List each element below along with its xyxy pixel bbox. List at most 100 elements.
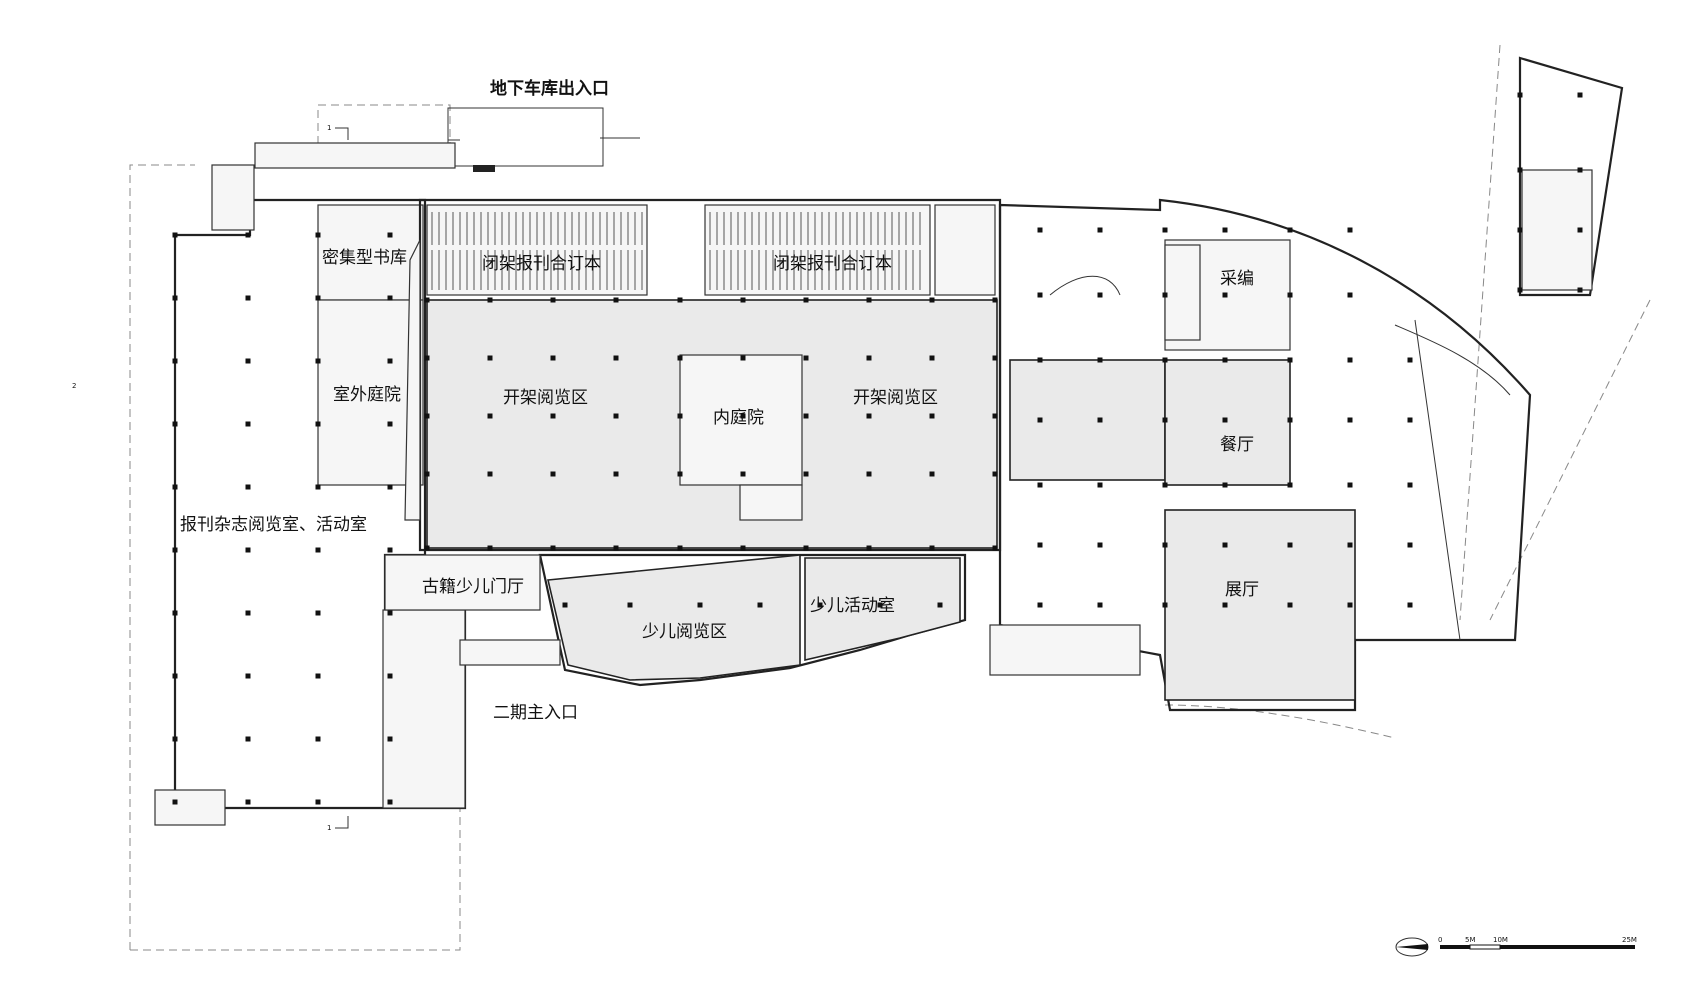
column-marker [172,295,178,301]
column-marker [866,545,872,551]
column-marker [245,484,251,490]
column-marker [315,547,321,553]
column-marker [1517,227,1523,233]
column-marker [929,297,935,303]
column-marker [487,545,493,551]
column-marker [1222,292,1228,298]
column-marker [315,799,321,805]
column-marker [1517,92,1523,98]
column-marker [929,413,935,419]
column-marker [627,602,633,608]
column-marker [866,413,872,419]
column-marker [1097,227,1103,233]
column-marker [1577,167,1583,173]
column-marker [613,471,619,477]
column-marker [866,297,872,303]
column-marker [1407,417,1413,423]
section-2-left-label: 2 [72,382,76,390]
column-marker [613,545,619,551]
column-marker [172,799,178,805]
column-marker [677,297,683,303]
label-acquisition: 采编 [1220,269,1254,289]
label-children-reading: 少儿阅览区 [642,622,727,642]
column-marker [1287,482,1293,488]
column-marker [172,358,178,364]
column-marker [1287,542,1293,548]
column-marker [550,413,556,419]
column-marker [172,610,178,616]
column-marker [992,297,998,303]
column-marker [245,421,251,427]
column-marker [677,471,683,477]
column-marker [387,232,393,238]
column-marker [992,471,998,477]
column-marker [172,673,178,679]
column-marker [1577,227,1583,233]
column-marker [245,673,251,679]
column-marker [1287,602,1293,608]
column-marker [172,547,178,553]
structural-columns [172,92,1583,805]
column-marker [1222,542,1228,548]
column-marker [1287,357,1293,363]
column-marker [424,471,430,477]
column-marker [740,297,746,303]
column-marker [315,610,321,616]
label-dining: 餐厅 [1220,435,1254,455]
column-marker [172,232,178,238]
label-exhibition: 展厅 [1225,580,1259,600]
column-marker [1097,542,1103,548]
column-marker [740,355,746,361]
column-marker [487,355,493,361]
column-marker [172,421,178,427]
column-marker [1162,542,1168,548]
column-marker [424,413,430,419]
column-marker [803,297,809,303]
column-marker [613,297,619,303]
column-marker [315,358,321,364]
column-marker [315,232,321,238]
column-marker [315,673,321,679]
column-marker [1037,482,1043,488]
column-marker [424,355,430,361]
column-marker [1287,227,1293,233]
children-wing [384,553,967,687]
column-marker [315,484,321,490]
column-marker [1577,92,1583,98]
column-marker [757,602,763,608]
column-marker [1287,417,1293,423]
column-marker [1162,417,1168,423]
column-marker [387,547,393,553]
scale-tick-10: 10M [1493,936,1508,944]
column-marker [1407,482,1413,488]
column-marker [1162,357,1168,363]
column-marker [245,547,251,553]
column-marker [387,799,393,805]
scale-bar: 0 5M 10M 25M [1438,936,1637,950]
column-marker [1347,357,1353,363]
column-marker [877,602,883,608]
column-marker [1097,417,1103,423]
column-marker [803,545,809,551]
column-marker [1347,227,1353,233]
column-marker [1222,417,1228,423]
column-marker [387,358,393,364]
column-marker [172,484,178,490]
column-marker [387,295,393,301]
column-marker [740,545,746,551]
label-garage-entrance: 地下车库出入口 [490,78,609,99]
column-marker [1162,292,1168,298]
column-marker [1097,292,1103,298]
column-marker [1287,292,1293,298]
column-marker [613,355,619,361]
column-marker [866,471,872,477]
column-marker [387,610,393,616]
column-marker [1517,287,1523,293]
column-marker [1222,482,1228,488]
column-marker [315,736,321,742]
label-dense-stacks: 密集型书库 [322,248,407,268]
column-marker [245,736,251,742]
column-marker [387,673,393,679]
column-marker [1097,357,1103,363]
